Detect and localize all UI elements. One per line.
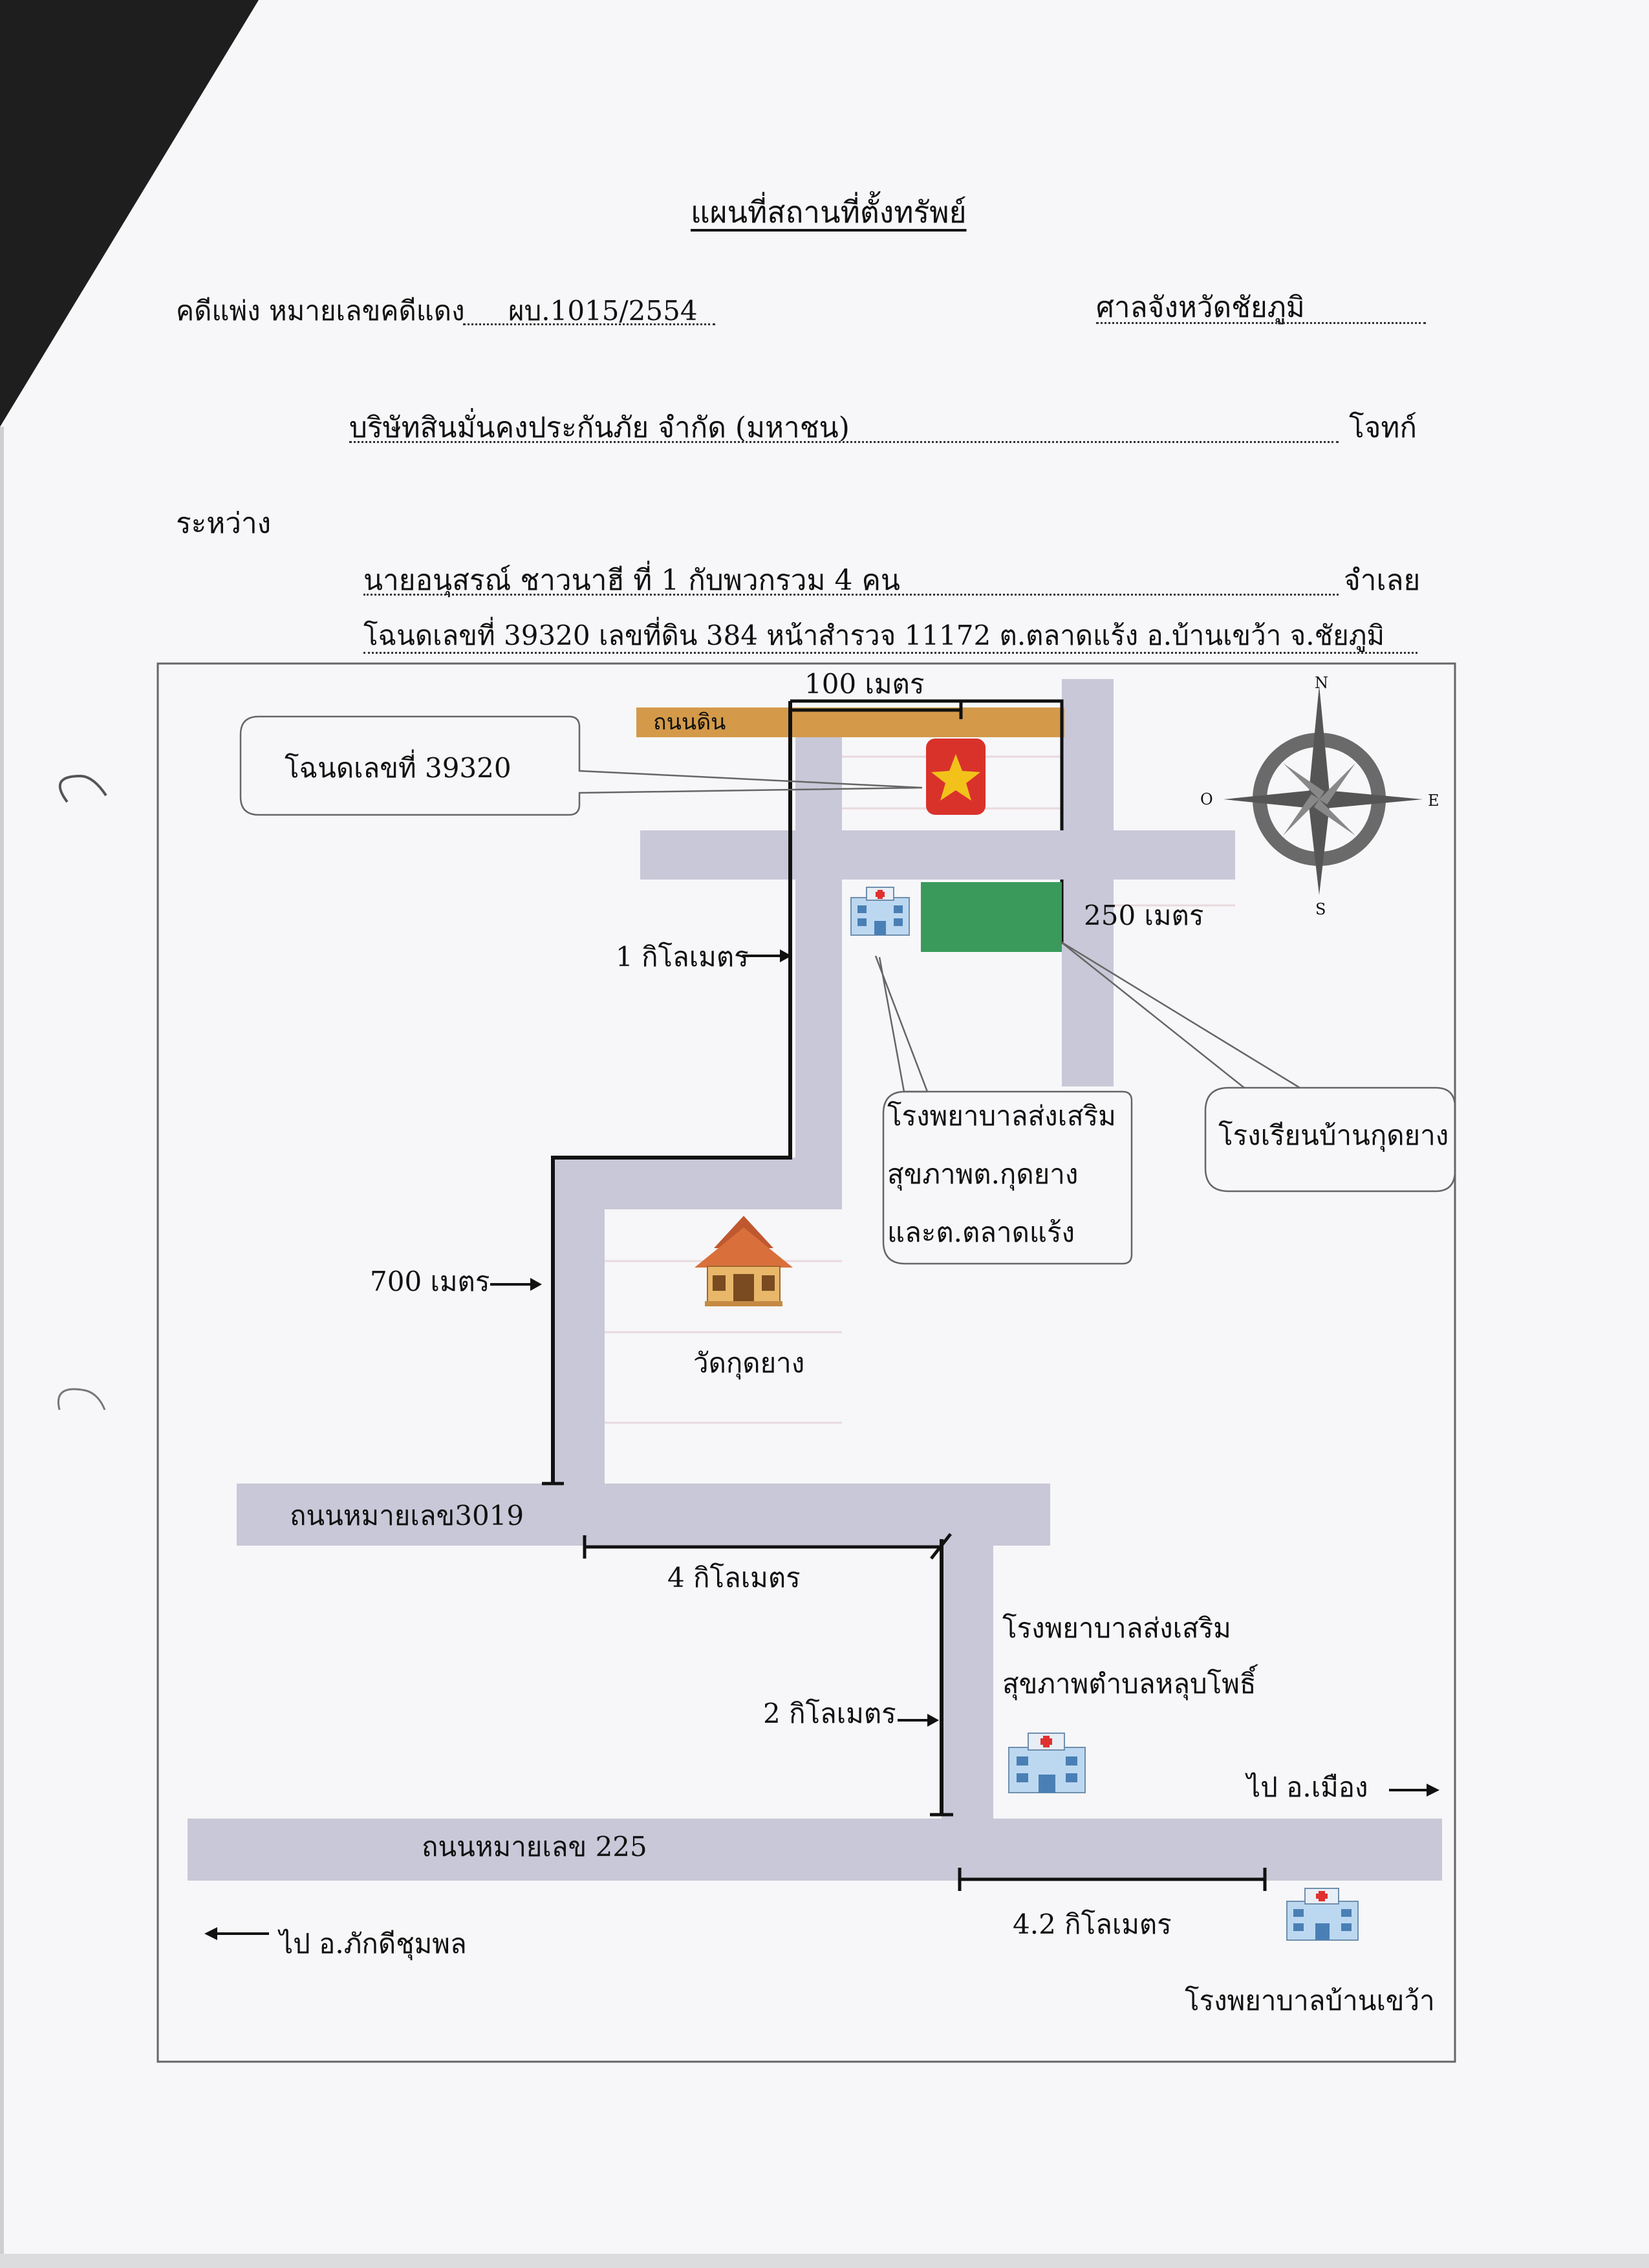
- road-3019-label: ถนนหมายเลข3019: [290, 1500, 524, 1531]
- to-mueang-label: ไป อ.เมือง: [1245, 1771, 1368, 1803]
- deed-callout-label: โฉนดเลขที่ 39320: [285, 750, 512, 784]
- school-label: โรงเรียนบ้านกุดยาง: [1218, 1119, 1449, 1152]
- compass-w: O: [1200, 790, 1213, 808]
- temple-label: วัดกุดยาง: [693, 1347, 804, 1380]
- to-phakdi-label: ไป อ.ภักดีชุมพล: [277, 1928, 467, 1961]
- defendant-role: จำเลย: [1344, 564, 1421, 597]
- road-network: [188, 679, 1442, 1881]
- route-line-upper: [551, 701, 792, 1485]
- compass-needle-north: [1309, 686, 1330, 799]
- distance-2km: 2 กิโลเมตร: [763, 1698, 896, 1729]
- court-line: [1096, 322, 1426, 324]
- case-number-line: [463, 323, 715, 325]
- hospital-kudyang-label-3: และต.ตลาดแร้ง: [887, 1216, 1075, 1248]
- distance-700m: 700 เมตร: [370, 1266, 490, 1297]
- hospital-lubpho-label-1: โรงพยาบาลส่งเสริม: [1002, 1612, 1231, 1644]
- temple-icon: [695, 1216, 793, 1306]
- road-cross-horizontal: [640, 830, 1235, 880]
- distance-4km: 4 กิโลเมตร: [667, 1562, 801, 1593]
- dirt-road-label: ถนนดิน: [653, 709, 726, 735]
- hospital-kudyang-label-2: สุขภาพต.กุดยาง: [887, 1158, 1078, 1191]
- punch-hole-mark-top: [58, 774, 107, 803]
- road-225-label: ถนนหมายเลข 225: [422, 1831, 647, 1863]
- compass-e: E: [1428, 792, 1439, 810]
- compass-rose: N E S O: [1200, 674, 1439, 918]
- dirt-road: [636, 707, 1064, 737]
- arrow-1km: [780, 949, 792, 962]
- hospital-kudyang-icon: [850, 887, 910, 936]
- hospital-bankhwao-icon: [1286, 1888, 1359, 1941]
- court-name: ศาลจังหวัดชัยภูมิ: [1096, 291, 1305, 324]
- deed-line-underline: [363, 652, 1417, 654]
- arrow-2km: [927, 1714, 939, 1727]
- distance-100m: 100 เมตร: [804, 668, 924, 700]
- plaintiff-line: [349, 441, 1339, 443]
- road-north-vertical: [795, 724, 842, 1177]
- hospital-lubpho-label-2: สุขภาพตำบลหลุบโพธิ์: [1002, 1664, 1258, 1701]
- hospital-bankhwao-label: โรงพยาบาลบ้านเขว้า: [1185, 1985, 1435, 2016]
- distance-1km: 1 กิโลเมตร: [616, 941, 749, 973]
- deed-callout: [239, 715, 923, 816]
- road-east-vertical: [1062, 679, 1114, 1086]
- road-3019: [237, 1484, 1050, 1546]
- deed-star-icon: [931, 754, 980, 801]
- plaintiff-name: บริษัทสินมั่นคงประกันภัย จำกัด (มหาชน): [349, 411, 850, 444]
- between-label: ระหว่าง: [176, 507, 272, 540]
- compass-needle-west: [1223, 790, 1319, 808]
- map-frame: [156, 662, 1456, 2063]
- road-west-vertical: [553, 1158, 605, 1507]
- compass-needle-east: [1319, 790, 1423, 808]
- road-south-vertical: [942, 1546, 993, 1824]
- school-callout: [1204, 1086, 1456, 1193]
- distance-250m: 250 เมตร: [1084, 900, 1203, 931]
- deed-description: โฉนดเลขที่ 39320 เลขที่ดิน 384 หน้าสำรวจ…: [363, 620, 1385, 651]
- case-label: คดีแพ่ง หมายเลขคดีแดง: [176, 295, 465, 327]
- arrow-to-mueang: [1427, 1784, 1439, 1797]
- hospital-lubpho-icon: [1008, 1733, 1086, 1793]
- hospital-kudyang-label-1: โรงพยาบาลส่งเสริม: [887, 1100, 1116, 1132]
- defendant-line: [363, 594, 1339, 596]
- school-plot: [921, 882, 1062, 952]
- punch-hole-mark-bottom: [58, 1388, 106, 1410]
- hospital-callout: [882, 1090, 1133, 1265]
- page-title: แผนที่สถานที่ตั้งทรัพย์: [691, 195, 967, 230]
- scan-left-edge: [0, 427, 4, 2263]
- plaintiff-role: โจทก์: [1349, 411, 1417, 444]
- road-225: [188, 1819, 1442, 1881]
- compass-needle-south: [1309, 799, 1330, 895]
- defendant-name: นายอนุสรณ์ ชาวนาฮี ที่ 1 กับพวกรวม 4 คน: [363, 564, 900, 597]
- route-line-top: [790, 699, 1064, 830]
- scan-bottom-edge: [0, 2254, 1649, 2268]
- arrow-700m: [530, 1278, 542, 1291]
- case-number: ผบ.1015/2554: [508, 295, 698, 327]
- compass-s: S: [1315, 900, 1326, 918]
- compass-n: N: [1315, 674, 1328, 692]
- scan-corner-shadow: [0, 0, 259, 427]
- arrow-to-phakdi: [204, 1927, 217, 1940]
- distance-42km: 4.2 กิโลเมตร: [1013, 1908, 1172, 1940]
